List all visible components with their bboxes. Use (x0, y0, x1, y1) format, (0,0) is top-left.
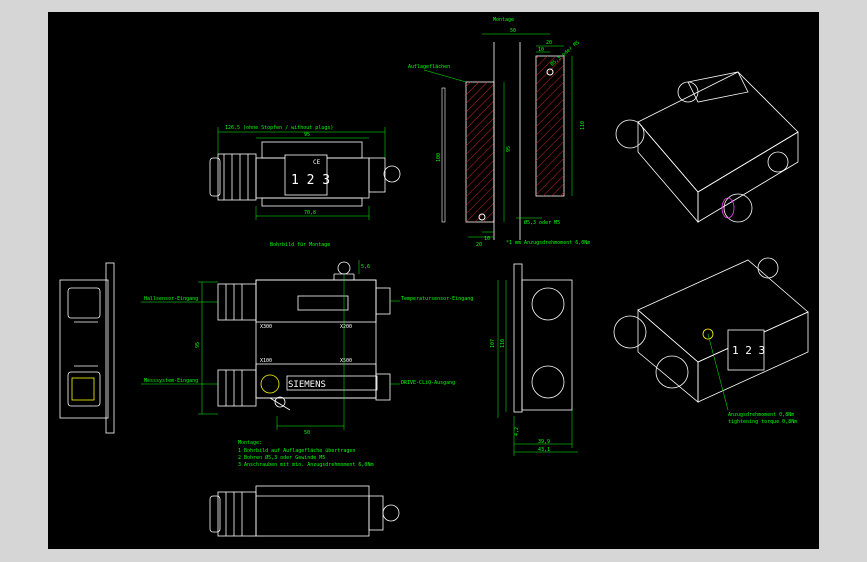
iso-top-accent (721, 197, 735, 219)
footnote-1: *1 mm Anzugsdrehmoment 6,0Nm (506, 240, 590, 246)
bohrbild-label: Bohrbild für Montage (270, 242, 330, 248)
cad-drawing: 1 2 3 CE 126.5 (ohne Stopfen / without p… (59, 17, 809, 537)
dim-50-montage: 50 (510, 28, 516, 34)
montage-note-2: 2 Bohren Ø5,3 oder Gewinde M5 (238, 454, 325, 461)
dim-43-1: 43,1 (538, 447, 550, 453)
messsystem-label: Messsystem-Eingang (144, 378, 198, 384)
montage-dims (423, 33, 573, 238)
temperatursensor-label: Temperatursensor-Eingang (401, 296, 473, 302)
auflageflaechen-label: Auflageflächen (408, 64, 450, 70)
port-x300: X300 (260, 324, 272, 330)
bottom-view (209, 485, 400, 537)
drive-cliq-label: DRIVE-CLiQ-Ausgang (401, 380, 455, 386)
montage-notes: Montage: 1 Bohrbild auf Auflagefläche üb… (238, 440, 373, 468)
dim-126-5: 126.5 (ohne Stopfen / without plugs) (225, 125, 333, 131)
left-side-view (59, 262, 115, 434)
iso-screw-highlight (702, 328, 714, 340)
dim-5-6: 5,6 (361, 264, 370, 270)
montage-note-1: 1 Bohrbild auf Auflagefläche übertragen (238, 448, 355, 454)
dim-top-width: 95 (304, 132, 310, 138)
dim-10-bottom: 10 (484, 236, 490, 242)
module-digits-top: 1 2 3 (291, 173, 330, 188)
port-x200: X200 (340, 324, 352, 330)
cad-drawing-canvas: 1 2 3 CE 126.5 (ohne Stopfen / without p… (48, 12, 819, 549)
montage-top-label: Montage (493, 17, 514, 23)
dim-70-8: 70,8 (304, 210, 316, 216)
dim-4-2: 4,2 (514, 427, 520, 436)
port-x100: X100 (260, 358, 272, 364)
front-view-dims (141, 260, 400, 430)
isometric-view-top (615, 71, 799, 224)
right-side-view (513, 263, 573, 413)
anzug-leader (707, 333, 729, 411)
montage-section (441, 42, 565, 240)
hallsensor-label: Hallsensor-Eingang (144, 296, 198, 302)
top-view (209, 141, 401, 207)
montage-note-title: Montage: (238, 440, 262, 446)
port-x500: X500 (340, 358, 352, 364)
iso-digits: 1 2 3 (732, 344, 765, 357)
dim-20-top: 20 (546, 40, 552, 46)
ce-mark: CE (313, 159, 321, 166)
dim-95: 95 (195, 342, 201, 348)
dim-100-montage: 100 (436, 153, 442, 162)
dim-110-montage: 110 (580, 121, 586, 130)
dim-53-top: Ø5,3 oder M5 (549, 39, 581, 68)
dim-53-bottom: Ø5,3 oder M5 (524, 219, 560, 226)
dim-95-montage: 95 (506, 146, 512, 152)
anzug-label-1: Anzugsdrehmoment 0,8Nm (728, 412, 794, 418)
montage-note-3: 3 Anschrauben mit min. Anzugsdrehmoment … (238, 462, 373, 468)
dim-107: 107 (490, 339, 496, 348)
right-view-dims (497, 280, 578, 456)
dim-20-bottom: 20 (476, 242, 482, 248)
front-view (217, 261, 391, 411)
anzug-label-2: tightening torque 0,8Nm (728, 419, 797, 425)
dim-10-top: 10 (538, 47, 544, 53)
top-view-dims (217, 127, 386, 220)
dim-50-front: 50 (304, 430, 310, 436)
dim-110-right: 110 (500, 339, 506, 348)
isometric-view-bottom (613, 257, 809, 403)
messsystem-connector-highlight (260, 374, 280, 394)
siemens-logo: SIEMENS (288, 380, 326, 390)
dim-39-9: 39,9 (538, 439, 550, 445)
